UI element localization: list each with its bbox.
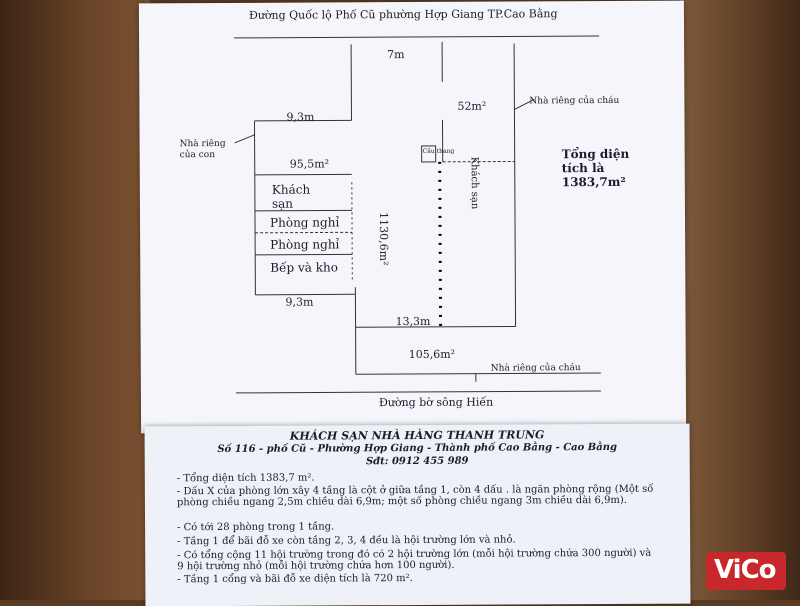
area-955-label: 95,5m² (290, 157, 329, 170)
width-133-label: 13,3m (396, 315, 431, 328)
room-rest-label-2: Phòng nghỉ (270, 237, 339, 251)
top-road-label: Đường Quốc lộ Phố Cũ phường Hợp Giang TP… (249, 7, 558, 22)
top-road-line (234, 36, 599, 38)
room-hotel-label-1: Khách (272, 183, 310, 197)
info-bullet: - Tầng 1 cổng và bãi đỗ xe diện tích là … (177, 572, 657, 586)
total-area-line-3: 1383,7m² (562, 175, 626, 189)
hotel-right-label: Khách sạn (469, 157, 480, 210)
wooden-background-left (0, 0, 150, 600)
neighbor-son-label-1: Nhà riêng (180, 139, 226, 149)
hotel-phone: Sđt: 0912 455 989 (145, 455, 690, 469)
area-1056-label: 105,6m² (409, 348, 455, 361)
info-sheet: KHÁCH SẠN NHÀ HÀNG THANH TRUNG Số 116 - … (145, 424, 691, 606)
info-bullet: - Có tới 28 phòng trong 1 tầng. (177, 520, 657, 534)
hotel-address: Số 116 - phố Cũ - Phường Hợp Giang - Thà… (145, 442, 690, 456)
bottom-road-label: Đường bờ sông Hiến (379, 396, 493, 410)
room-rest-label-1: Phòng nghỉ (270, 215, 339, 229)
neighbor-son-label-2: của con (180, 150, 215, 160)
total-area-line-2: tích là (562, 161, 605, 175)
neighbor-nephew-top-label: Nhà riêng của cháu (529, 96, 619, 106)
floor-plan-sheet: 1130,6m² Đường Quốc lộ Phố Cũ phường Hợp… (139, 1, 686, 434)
total-area-line-1: Tổng diện (562, 147, 630, 161)
neighbor-nephew-bottom-label: Nhà riêng của cháu (491, 363, 581, 373)
info-bullet: - Có tổng cộng 11 hội trường trong đó có… (177, 548, 657, 573)
room-hotel-label-2: sạn (272, 197, 293, 211)
plan-center-area: 1130,6m² (377, 212, 390, 265)
vico-logo: ViCo (706, 552, 786, 590)
width-93-bottom-label: 9,3m (285, 296, 313, 309)
info-bullet: - Tổng diện tích 1383,7 m². (177, 471, 657, 485)
room-kitchen-label: Bếp và kho (270, 260, 338, 274)
width-93-top-label: 9,3m (286, 111, 314, 124)
info-bullet: - Dấu X của phòng lớn xây 4 tầng là cột … (177, 484, 657, 509)
stair-label: Cầu thang (423, 148, 455, 155)
floor-plan-drawing: 1130,6m² (139, 1, 686, 434)
width-7m-label: 7m (387, 48, 405, 61)
bottom-road-line (236, 391, 601, 393)
wooden-background-right (680, 0, 800, 600)
info-bullet: - Tầng 1 để bãi đỗ xe còn tầng 2, 3, 4 đ… (177, 534, 657, 548)
vico-logo-text: ViCo (714, 555, 776, 585)
area-52-label: 52m² (457, 100, 486, 113)
